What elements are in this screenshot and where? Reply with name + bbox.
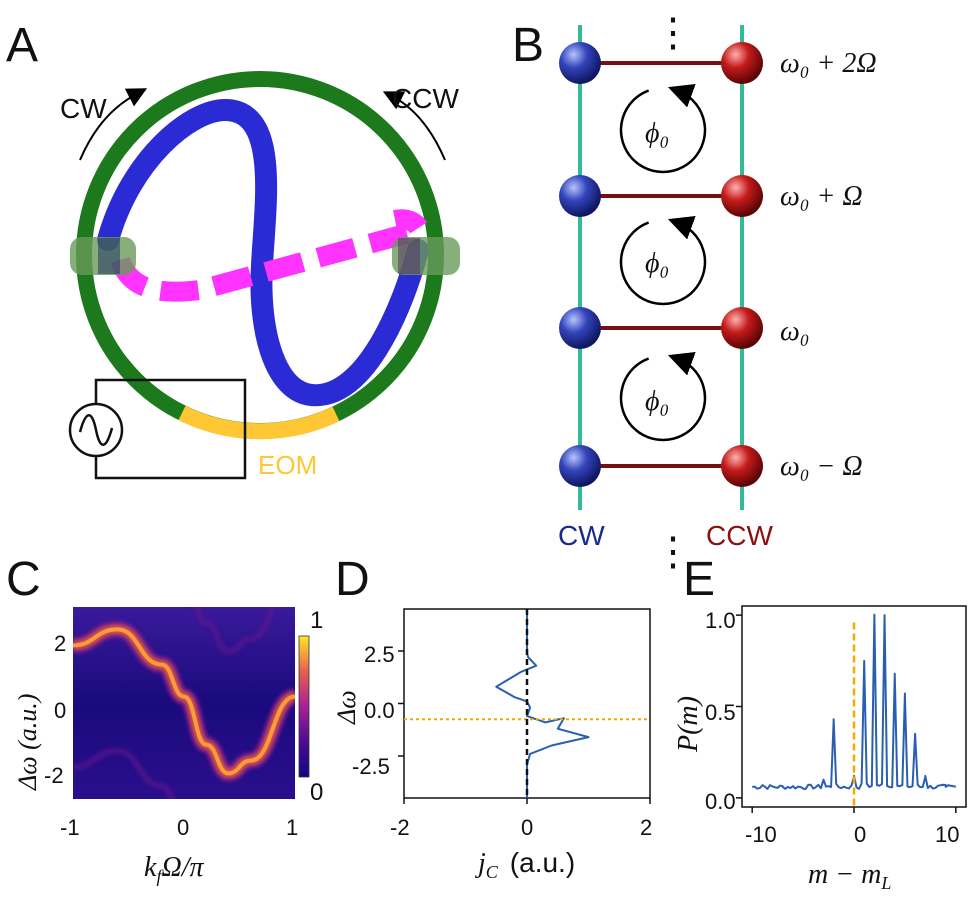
panel-e: 1.0 0.5 0.0 -10 0 10 P(m) m − mL	[673, 605, 967, 893]
cw-node-4	[559, 445, 601, 487]
d-xtick-1: -2	[390, 815, 410, 840]
ccw-label-a: CCW	[392, 83, 459, 114]
heat-band-replica-lower	[73, 747, 175, 799]
c-ytick-1: 2	[54, 631, 66, 656]
level-label-1: ω₀ + 2Ω	[780, 48, 877, 79]
flux-loop-1	[619, 83, 707, 174]
e-xtick-3: 10	[935, 822, 959, 847]
ccw-node-4	[721, 445, 763, 487]
d-ytick-3: -2.5	[352, 754, 390, 779]
cw-arrow	[79, 88, 148, 161]
panel-label-a: A	[6, 19, 39, 72]
d-xlabel: jC(a.u.)	[475, 847, 575, 882]
panel-label-c: C	[6, 553, 41, 606]
c-xtick-3: 1	[286, 815, 298, 840]
panel-a: CW CCW EOM	[60, 71, 460, 480]
level-label-2: ω₀ + Ω	[780, 181, 863, 212]
panel-label-d: D	[335, 553, 370, 606]
c-xtick-2: 0	[177, 815, 189, 840]
ccw-label-b: CCW	[706, 520, 773, 551]
cw-label-b: CW	[558, 520, 605, 551]
e-xtick-2: 0	[854, 822, 866, 847]
colorbar	[298, 635, 310, 778]
panel-label-b: B	[512, 19, 545, 72]
e-ylabel: P(m)	[673, 696, 704, 753]
eom-segment	[178, 405, 340, 440]
magenta-waveguide	[110, 209, 435, 302]
panel-label-e: E	[683, 553, 716, 606]
eom-label: EOM	[258, 450, 317, 480]
c-ytick-2: 0	[54, 698, 66, 723]
colorbar-tick-0: 0	[310, 779, 323, 806]
c-xlabel: kfΩ/π	[144, 852, 204, 886]
panel-b: ⋮ ω₀ + 2Ω ω₀ + Ω ω₀ ω₀ − Ω ϕ₀ ϕ₀ ϕ₀ CW C…	[558, 11, 877, 574]
panel-c: 1 0 -1 0 1 2 0 -2 Δω (a.u.) kfΩ/π	[13, 607, 323, 886]
ccw-node-2	[721, 175, 763, 217]
colorbar-tick-1: 1	[310, 607, 323, 634]
d-ylabel: Δω	[332, 690, 361, 725]
e-ytick-2: 0.5	[705, 700, 736, 725]
c-xtick-1: -1	[60, 815, 80, 840]
e-ytick-3: 0.0	[705, 789, 736, 814]
ellipsis-top: ⋮	[653, 11, 693, 55]
e-xtick-1: -10	[745, 822, 777, 847]
cw-node-2	[559, 175, 601, 217]
d-xtick-3: 2	[640, 815, 652, 840]
ccw-node-3	[721, 307, 763, 349]
heat-band-replica-upper	[193, 607, 276, 655]
d-jc-curve	[495, 609, 590, 798]
cw-label-a: CW	[60, 93, 107, 124]
e-xlabel: m − mL	[808, 859, 891, 893]
panel-d: 2.5 0.0 -2.5 -2 0 2 Δω jC(a.u.)	[332, 608, 652, 882]
ellipsis-bottom: ⋮	[653, 530, 693, 574]
ccw-node-1	[721, 42, 763, 84]
c-ylabel: Δω (a.u.)	[13, 694, 42, 791]
flux-loop-2	[619, 215, 707, 306]
heat-band-core	[73, 627, 295, 776]
c-ytick-3: -2	[44, 763, 64, 788]
blue-waveguide	[97, 98, 429, 407]
e-ytick-1: 1.0	[705, 608, 736, 633]
flux-label-1: ϕ₀	[645, 118, 669, 149]
e-pm-curve	[752, 613, 956, 790]
flux-loop-3	[619, 351, 707, 442]
level-label-3: ω₀	[780, 316, 810, 347]
cw-node-3	[559, 307, 601, 349]
flux-label-2: ϕ₀	[645, 248, 669, 279]
ccw-arrow	[382, 91, 446, 161]
d-ytick-2: 0.0	[364, 698, 395, 723]
cw-node-1	[559, 42, 601, 84]
d-xtick-2: 0	[521, 815, 533, 840]
level-label-4: ω₀ − Ω	[780, 451, 863, 482]
d-ytick-1: 2.5	[364, 642, 395, 667]
flux-label-3: ϕ₀	[645, 386, 669, 417]
